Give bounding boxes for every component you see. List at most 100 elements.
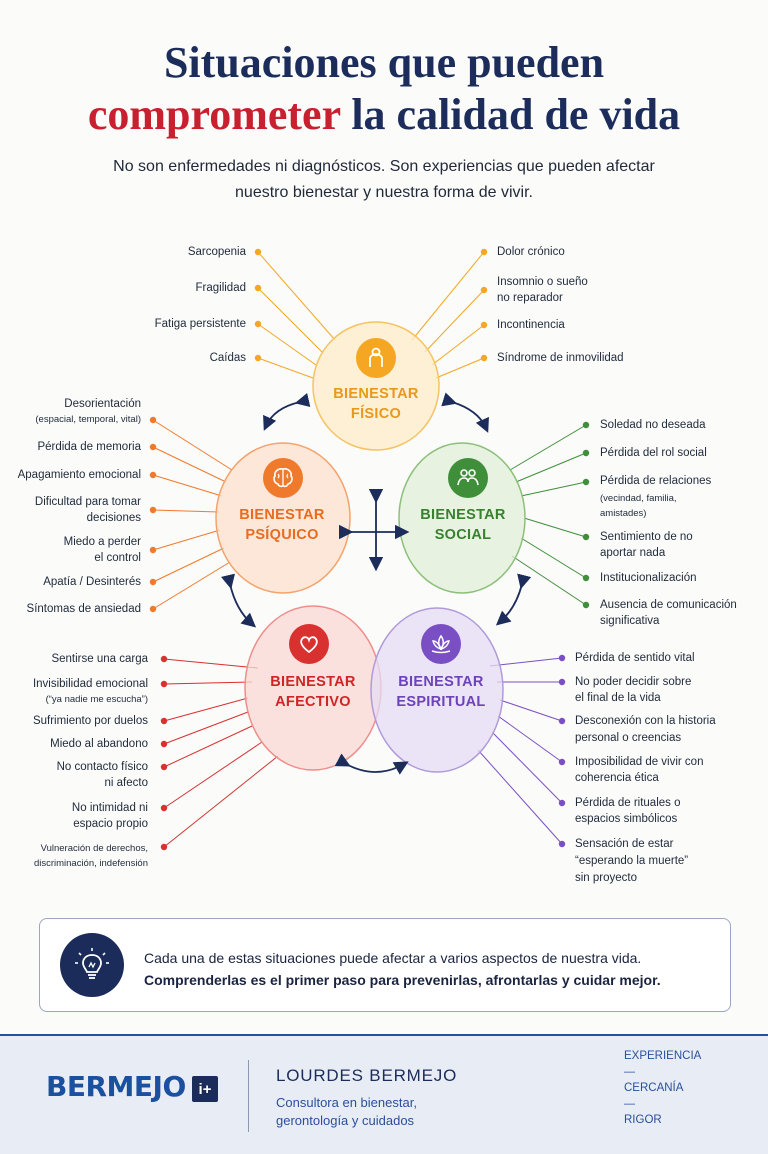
cycle-arrows (220, 392, 532, 775)
author-role-line1: Consultora en bienestar, (276, 1095, 417, 1110)
label-social-line2: SOCIAL (434, 527, 492, 543)
item-psiquico: Síntomas de ansiedad (26, 603, 141, 615)
item-espiritual: coherencia ética (575, 772, 659, 784)
title-rest: la calidad de vida (340, 90, 681, 139)
lightbulb-icon (60, 933, 124, 997)
footer-divider (248, 1060, 249, 1132)
connector-psiquico (152, 446, 227, 483)
brand-mark-icon: i+ (192, 1076, 218, 1102)
connector-psiquico (152, 474, 223, 497)
arrow-social-spiritual (495, 573, 532, 626)
label-psiquico-line2: PSÍQUICO (245, 527, 319, 543)
item-psiquico: decisiones (86, 512, 141, 524)
connector-fisico (435, 357, 485, 379)
item-afectivo-note: (“ya nadie me escucha”) (45, 694, 148, 705)
item-fisico: Caídas (209, 352, 246, 364)
connector-psiquico (152, 529, 221, 551)
connector-afectivo (163, 755, 279, 848)
item-social-note: (vecindad, familia, (600, 493, 677, 504)
dot-fisico (254, 248, 262, 256)
label-afectivo-line2: AFECTIVO (275, 694, 351, 710)
label-espiritual-line1: BIENESTAR (398, 674, 484, 690)
connector-fisico (431, 324, 485, 366)
connector-social (523, 517, 587, 538)
dot-psiquico (149, 578, 157, 586)
dot-fisico (254, 354, 262, 362)
item-afectivo: discriminación, indefensión (34, 855, 148, 872)
item-afectivo: Invisibilidad emocional (32, 678, 148, 690)
connector-espiritual (497, 715, 563, 763)
item-fisico: Fragilidad (195, 282, 247, 294)
item-fisico: Síndrome de inmovilidad (497, 352, 624, 364)
item-espiritual: Pérdida de rituales o (575, 797, 681, 809)
info-line-1: Cada una de estas situaciones puede afec… (144, 950, 642, 966)
item-fisico: Insomnio o sueño (497, 276, 588, 288)
dot-espiritual (558, 799, 566, 807)
item-afectivo: Sufrimiento por duelos (32, 715, 148, 727)
item-social: aportar nada (600, 547, 666, 559)
item-psiquico: Dificultad para tomar (34, 496, 141, 508)
dot-afectivo (160, 680, 168, 688)
connector-espiritual (477, 749, 563, 845)
lotus-icon (421, 624, 461, 664)
footer: BERMEJO i+ LOURDES BERMEJO Consultora en… (0, 1034, 768, 1154)
dot-social (582, 574, 590, 582)
dot-psiquico (149, 416, 157, 424)
item-social: significativa (600, 615, 660, 627)
connector-social (511, 555, 587, 606)
value-separator: — (624, 1098, 635, 1110)
item-espiritual: personal o creencias (575, 732, 682, 744)
item-afectivo: (“ya nadie me escucha”) (46, 691, 148, 708)
item-afectivo: espacio propio (73, 818, 148, 830)
item-espiritual: Sensación de estar (575, 838, 674, 850)
item-psiquico: (espacial, temporal, vital) (35, 411, 141, 428)
item-social: Pérdida del rol social (600, 447, 707, 459)
dot-social (582, 421, 590, 429)
dot-espiritual (558, 717, 566, 725)
dot-fisico (480, 248, 488, 256)
dot-afectivo (160, 740, 168, 748)
item-espiritual: sin proyecto (575, 872, 638, 884)
title-line-1: Situaciones que pueden (163, 38, 605, 87)
label-psiquico: BIENESTAR PSÍQUICO (222, 505, 342, 545)
arrow-psychic-affective (220, 573, 257, 628)
connector-psiquico (152, 419, 233, 471)
dot-psiquico (149, 605, 157, 613)
item-social-note: amistades) (600, 508, 647, 519)
dot-fisico (254, 284, 262, 292)
author-role: Consultora en bienestar, gerontología y … (276, 1094, 417, 1130)
dot-fisico (480, 321, 488, 329)
item-espiritual: Imposibilidad de vivir con (575, 756, 704, 768)
subtitle-line-2: nuestro bienestar y nuestra forma de viv… (235, 184, 533, 201)
label-espiritual: BIENESTAR ESPIRITUAL (378, 672, 504, 712)
bubble-social (398, 442, 526, 594)
item-afectivo: Sentirse una carga (51, 653, 148, 665)
connector-psiquico (152, 561, 231, 610)
item-social: amistades) (600, 505, 646, 522)
connector-afectivo (163, 681, 253, 685)
item-afectivo: No intimidad ni (71, 802, 148, 814)
connector-espiritual (499, 699, 563, 722)
connector-fisico (257, 357, 314, 379)
bubble-psiquico (215, 442, 351, 594)
item-psiquico: el control (94, 552, 141, 564)
bubble-espiritual (370, 607, 504, 773)
arrow-physical-psychic (263, 392, 311, 431)
item-fisico: Incontinencia (497, 319, 565, 331)
item-fisico: no reparador (497, 292, 563, 304)
arrow-physical-social (441, 392, 489, 433)
label-espiritual-line2: ESPIRITUAL (396, 694, 486, 710)
bubbles (215, 321, 526, 773)
dot-fisico (480, 354, 488, 362)
connector-espiritual (491, 731, 563, 804)
connector-lines (152, 251, 587, 848)
dot-psiquico (149, 546, 157, 554)
label-psiquico-line1: BIENESTAR (239, 507, 325, 523)
connector-fisico (257, 251, 336, 341)
connector-afectivo (163, 725, 253, 768)
item-espiritual: el final de la vida (575, 692, 661, 704)
dot-psiquico (149, 471, 157, 479)
item-psiquico: Desorientación (64, 398, 141, 410)
dot-espiritual (558, 678, 566, 686)
